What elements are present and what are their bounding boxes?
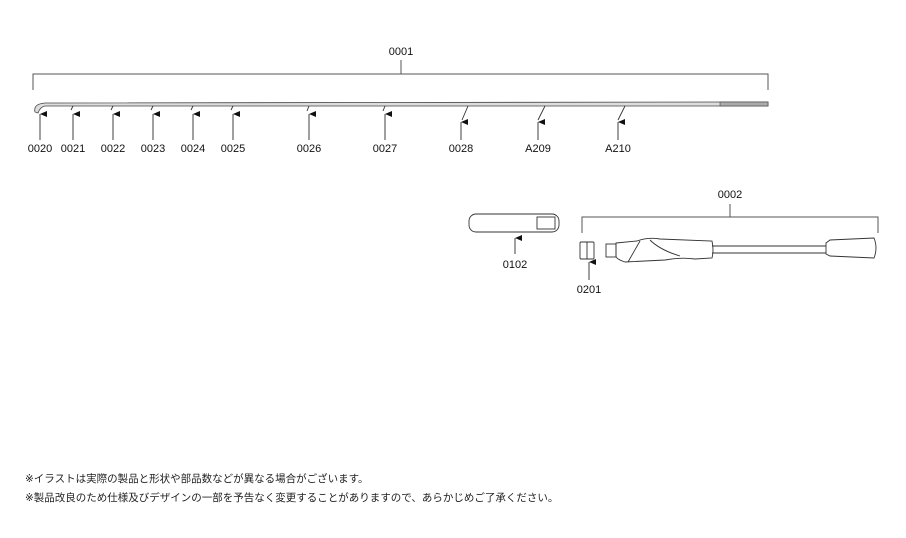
label-0102: 0102 [503,259,527,271]
disclaimer-note: ※製品改良のため仕様及びデザインの一部を予告なく変更することがありますので、あら… [25,492,559,504]
part-label: A209 [525,143,551,155]
part-label: 0028 [449,143,473,155]
label-0001: 0001 [389,46,413,58]
butt-section [579,237,877,263]
tip-section-rod [34,101,769,121]
part-label: 0022 [101,143,125,155]
part-label: 0021 [61,143,85,155]
part-label: 0024 [181,143,205,155]
leader-arrows [39,111,625,140]
part-label: 0027 [373,143,397,155]
part-label: 0025 [221,143,245,155]
rod-cap [468,213,560,233]
label-0002: 0002 [718,189,742,201]
part-labels: 0020 0021 0022 0023 0024 0025 0026 0027 … [28,143,631,155]
part-label: 0020 [28,143,52,155]
part-label: 0023 [141,143,165,155]
disclaimer-note: ※イラストは実際の製品と形状や部品数などが異なる場合がございます。 [25,473,369,485]
bracket-0001 [32,60,769,90]
bracket-0002 [581,204,879,233]
label-0201: 0201 [577,284,601,296]
part-label: A210 [605,143,631,155]
part-label: 0026 [297,143,321,155]
